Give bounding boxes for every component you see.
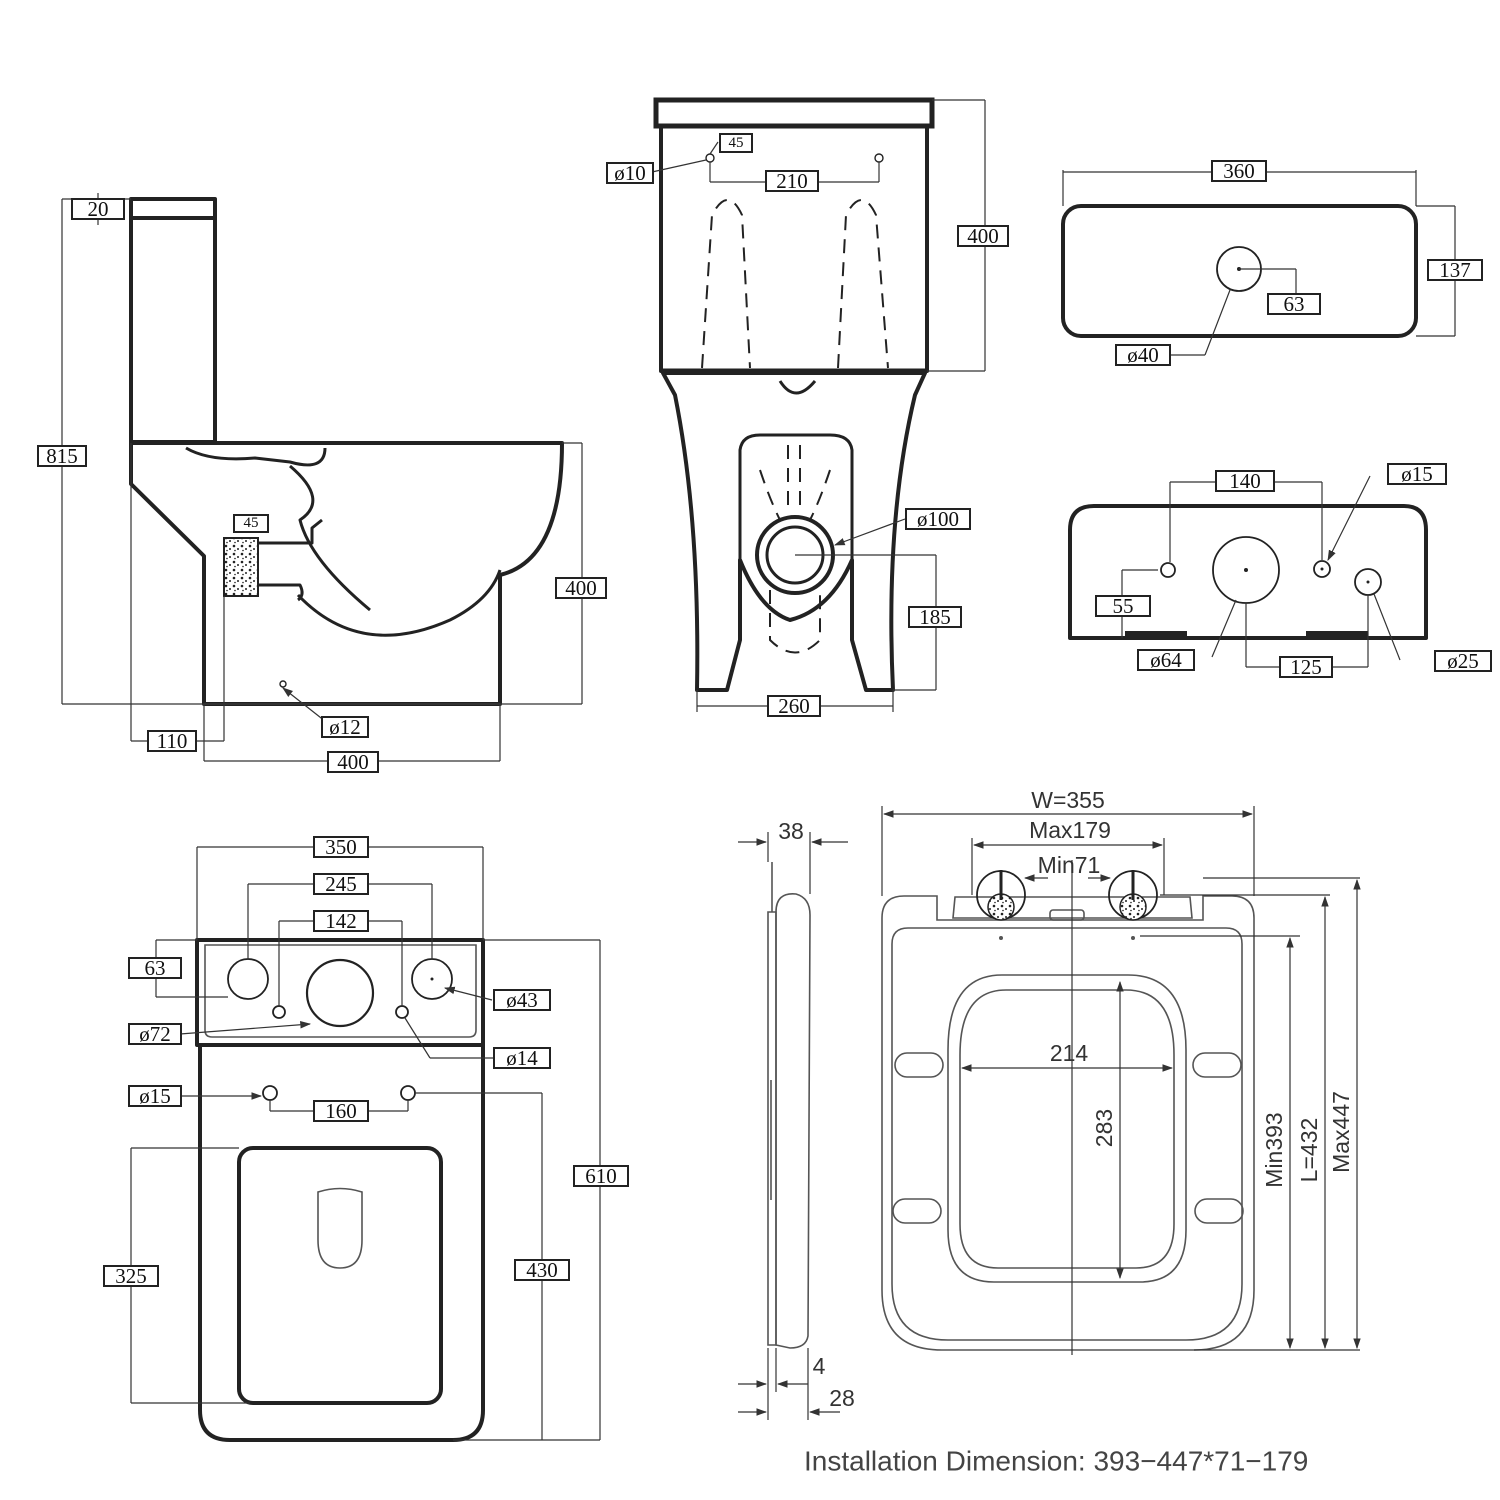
dim-top-outer-holes: 245 xyxy=(325,872,357,896)
top-seat-area xyxy=(237,1146,443,1405)
cistern-lid-top-view: 360 137 63 ø40 xyxy=(1061,159,1483,367)
cistern-body xyxy=(129,216,217,444)
dim-hinge-max: Max179 xyxy=(1029,817,1111,843)
dim-top-outer-diameter: ø43 xyxy=(506,988,538,1012)
dim-seat-width: W=355 xyxy=(1031,787,1105,813)
dim-outlet-size: 45 xyxy=(244,515,259,531)
dim-lid-width: 360 xyxy=(1223,159,1255,183)
installation-dimension-caption: Installation Dimension: 393−447*71−179 xyxy=(804,1446,1308,1477)
front-notch xyxy=(778,380,817,395)
dim-opening-width: 214 xyxy=(1050,1040,1089,1066)
dim-top-opening-length: 325 xyxy=(115,1264,147,1288)
dim-button-offset: 63 xyxy=(1284,292,1305,316)
dim-inlet-diameter: ø25 xyxy=(1447,649,1479,673)
dim-overall-height: 815 xyxy=(46,444,78,468)
fixing-hole-icon xyxy=(279,680,287,688)
dim-pan-height: 400 xyxy=(565,576,597,600)
dim-top-seat-hole-spacing: 160 xyxy=(325,1099,357,1123)
dim-max-length: Max447 xyxy=(1328,1091,1354,1173)
front-view: 45 ø10 210 400 ø100 185 260 xyxy=(606,97,1009,718)
dim-seat-lid-thickness: 28 xyxy=(829,1385,855,1411)
dim-base-length: 400 xyxy=(337,750,369,774)
dim-valve-diameter: ø64 xyxy=(1150,648,1182,672)
bowl-curve xyxy=(296,569,502,637)
dim-top-overall-length: 610 xyxy=(585,1164,617,1188)
front-hidden-outlet xyxy=(769,590,821,654)
front-hidden-a xyxy=(759,469,781,521)
dim-wall-to-outlet: 110 xyxy=(157,729,188,753)
dim-top-bolt-holes: 142 xyxy=(325,909,357,933)
dim-lid-thickness: 20 xyxy=(88,197,109,221)
rim-channel xyxy=(185,446,327,467)
dim-button-diameter: ø40 xyxy=(1127,343,1159,367)
front-cistern-lid xyxy=(653,97,935,129)
seat-outer-outline xyxy=(881,895,1255,1351)
front-inner-pan xyxy=(738,433,854,560)
cistern-lid xyxy=(129,197,217,220)
dim-top-width: 350 xyxy=(325,835,357,859)
dim-seat-thickness: 38 xyxy=(778,818,804,844)
seat-side-view: 38 4 28 xyxy=(738,818,855,1420)
dim-length: L=432 xyxy=(1296,1118,1322,1183)
dim-seat-gap: 4 xyxy=(813,1353,826,1379)
cistern-base-view: 140 ø15 55 ø64 125 ø25 xyxy=(1068,462,1492,679)
dim-top-hole-to-front: 430 xyxy=(526,1258,558,1282)
dim-hole-height: 55 xyxy=(1113,594,1134,618)
dim-hole-spacing-base: 140 xyxy=(1229,469,1261,493)
cistern-base-outline xyxy=(1068,504,1428,640)
seat-side-profile xyxy=(775,893,811,1349)
top-flush-hole xyxy=(305,958,375,1028)
dim-hole-offset: 45 xyxy=(729,135,744,151)
dim-top-seat-hole: ø15 xyxy=(139,1084,171,1108)
wall-section-hatch xyxy=(223,537,259,597)
seat-opening-inner xyxy=(959,989,1175,1269)
front-hidden-b xyxy=(809,469,831,521)
cistern-hidden-line-left xyxy=(701,199,751,369)
dim-top-flush-diameter: ø72 xyxy=(139,1022,171,1046)
dim-cistern-hole: ø10 xyxy=(614,161,646,185)
bowl-shape xyxy=(317,1187,363,1269)
outlet-bottom xyxy=(258,583,304,602)
top-view: 350 245 142 63 ø43 ø72 ø14 ø15 160 610 4… xyxy=(103,835,629,1442)
front-pan-outline xyxy=(661,371,927,692)
seat-rim-line xyxy=(891,927,1243,1341)
dim-outlet-diameter: ø100 xyxy=(917,507,959,531)
dim-outlet-height: 185 xyxy=(919,605,951,629)
lid-top-outline xyxy=(1061,204,1418,338)
dim-bolt-hole: ø15 xyxy=(1401,462,1433,486)
dim-lid-depth: 137 xyxy=(1439,258,1471,282)
dim-top-hole-depth: 63 xyxy=(145,956,166,980)
front-cistern-body xyxy=(659,124,929,373)
dim-top-bolt-diameter: ø14 xyxy=(506,1046,538,1070)
dim-fixing-hole: ø12 xyxy=(329,715,361,739)
dim-inlet-offset: 125 xyxy=(1290,655,1322,679)
seat-top-view: W=355 Max179 Min71 214 283 Min393 L=432 … xyxy=(881,787,1361,1355)
outlet-top xyxy=(258,518,323,545)
dim-hinge-min: Min71 xyxy=(1038,852,1101,878)
cistern-hidden-line-right xyxy=(837,199,889,369)
seat-opening-outer xyxy=(947,974,1187,1283)
side-view: 20 815 400 45 ø12 110 400 xyxy=(37,193,607,774)
trap-inner xyxy=(289,464,371,612)
dim-hole-spacing: 210 xyxy=(776,169,808,193)
dim-cistern-height: 400 xyxy=(967,224,999,248)
dim-front-base-width: 260 xyxy=(778,694,810,718)
dim-opening-length: 283 xyxy=(1091,1109,1117,1147)
dim-min-length: Min393 xyxy=(1261,1112,1287,1187)
